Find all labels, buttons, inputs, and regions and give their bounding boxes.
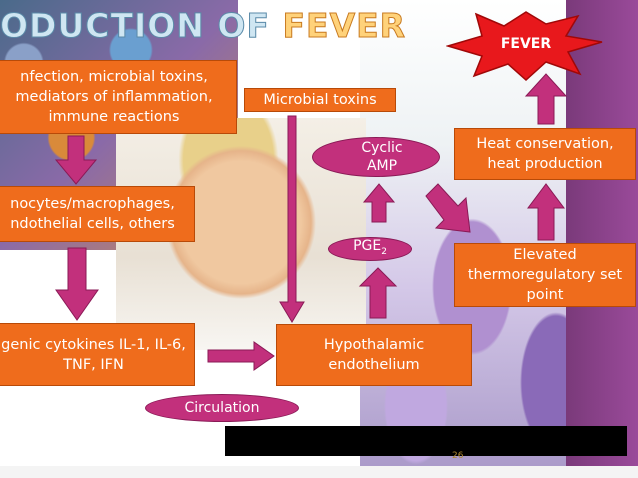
infection-text: nfection, microbial toxins, mediators of… xyxy=(15,69,213,125)
arrow-hypothalamic-to-pge2 xyxy=(358,267,398,319)
arrow-cytokines-to-hypothalamic xyxy=(207,341,275,371)
hypothalamic-text: Hypothalamic endothelium xyxy=(323,337,425,373)
set-point-box: Elevated thermoregulatory set point xyxy=(454,243,636,307)
title-fever: FEVER xyxy=(282,6,407,46)
arrow-microbial-to-hypothalamic xyxy=(279,115,305,323)
elevated-text: Elevated thermoregulatory set point xyxy=(467,247,623,303)
page-number: 26 xyxy=(452,451,464,461)
slide-title: ODUCTION OF FEVER xyxy=(0,6,407,46)
purple-side-panel xyxy=(566,0,638,466)
microbial-toxins-text: Microbial toxins xyxy=(263,92,377,108)
circulation-pill: Circulation xyxy=(145,394,299,422)
pge2-text: PGE2 xyxy=(353,237,387,261)
pge2-pill: PGE2 xyxy=(328,237,412,261)
arrow-heat-to-fever xyxy=(524,73,568,125)
black-caption-bar xyxy=(225,426,627,456)
fever-burst-icon xyxy=(446,11,603,82)
cytokines-box: genic cytokines IL-1, IL-6, TNF, IFN xyxy=(0,323,195,386)
circulation-text: Circulation xyxy=(184,400,260,416)
pge-subscript: 2 xyxy=(381,246,387,257)
microbial-toxins-box: Microbial toxins xyxy=(244,88,396,112)
cyclic-amp-pill: Cyclic AMP xyxy=(312,137,440,177)
infection-box: nfection, microbial toxins, mediators of… xyxy=(0,60,237,134)
cyclic-amp-text: Cyclic AMP xyxy=(361,140,403,174)
arrow-monocytes-to-cytokines xyxy=(55,247,99,321)
cytokines-text: genic cytokines IL-1, IL-6, TNF, IFN xyxy=(1,336,186,373)
title-part1: ODUCTION OF xyxy=(0,6,283,46)
pge-label: PGE xyxy=(353,238,382,255)
arrow-cyclic-amp-to-set-point xyxy=(425,183,471,233)
fever-label: FEVER xyxy=(500,36,552,52)
monocytes-box: nocytes/macrophages, ndothelial cells, o… xyxy=(0,186,195,242)
hypothalamic-box: Hypothalamic endothelium xyxy=(276,324,472,386)
arrow-set-point-to-heat xyxy=(527,183,565,241)
arrow-pge2-to-cyclic-amp xyxy=(362,183,396,223)
bottom-strip xyxy=(0,466,638,478)
heat-text: Heat conservation, heat production xyxy=(476,136,614,172)
heat-conservation-box: Heat conservation, heat production xyxy=(454,128,636,180)
arrow-infection-to-monocytes xyxy=(54,135,98,185)
monocytes-text: nocytes/macrophages, ndothelial cells, o… xyxy=(10,196,175,232)
